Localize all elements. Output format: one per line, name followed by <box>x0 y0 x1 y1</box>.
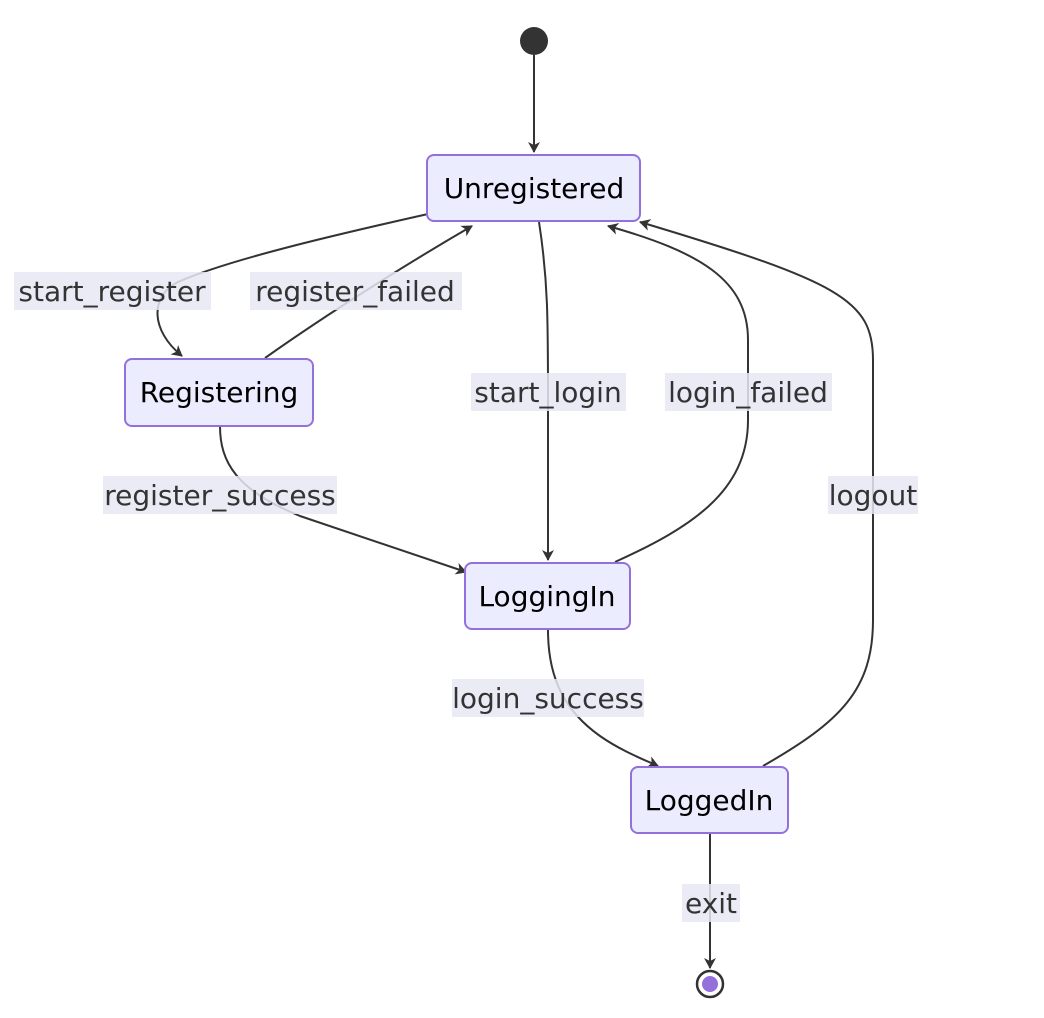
label-start-login: start_login <box>474 376 621 409</box>
state-unregistered-label: Unregistered <box>444 172 625 205</box>
state-registering-label: Registering <box>140 376 299 409</box>
label-logout: logout <box>829 479 918 512</box>
label-register-success: register_success <box>104 479 336 512</box>
label-login-success: login_success <box>452 682 644 715</box>
state-unregistered: Unregistered <box>426 154 641 222</box>
state-logging-in-label: LoggingIn <box>478 580 615 613</box>
state-logged-in-label: LoggedIn <box>645 784 774 817</box>
label-exit: exit <box>685 887 737 920</box>
initial-state-marker <box>520 27 548 55</box>
edge-register-success <box>219 425 467 575</box>
final-state-marker-inner <box>702 976 718 992</box>
state-logged-in: LoggedIn <box>630 766 789 834</box>
label-start-register: start_register <box>18 275 206 308</box>
state-logging-in: LoggingIn <box>464 562 631 630</box>
label-login-failed: login_failed <box>668 376 828 409</box>
edge-login-success <box>547 629 659 768</box>
state-registering: Registering <box>124 358 314 427</box>
edge-logout <box>639 219 874 767</box>
label-register-failed: register_failed <box>255 275 455 308</box>
